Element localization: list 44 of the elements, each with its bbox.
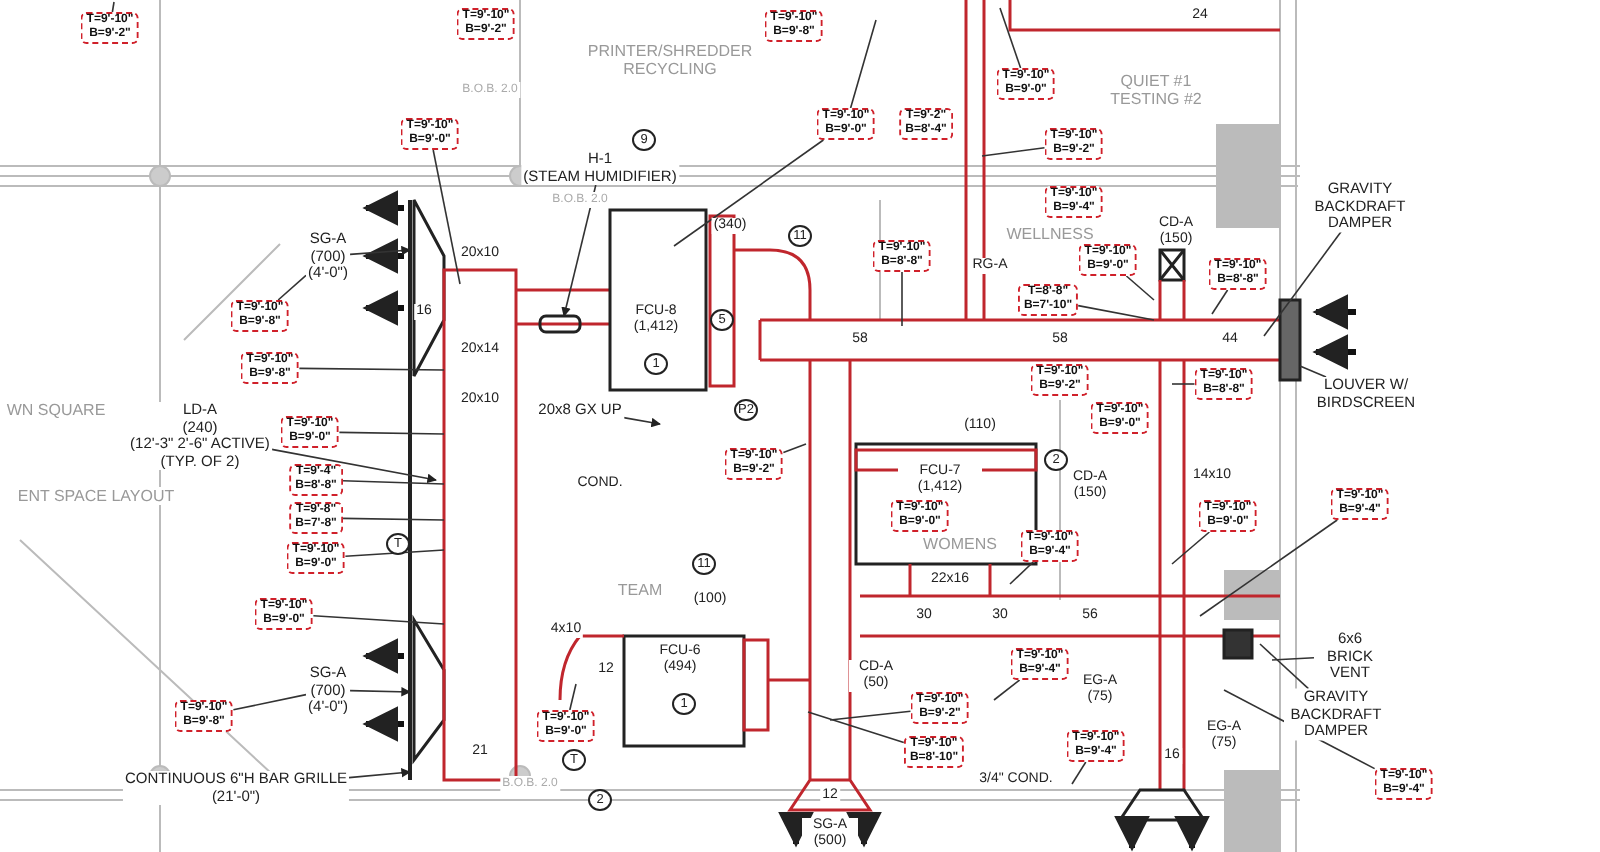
- room-name: PRINTER/SHREDDER RECYCLING: [585, 42, 755, 78]
- leader-line: [673, 139, 825, 247]
- leader-line: [829, 710, 912, 721]
- leader-line: [849, 19, 877, 109]
- leader-line: [342, 517, 445, 521]
- leader-line: [111, 1, 115, 13]
- leader-line: [1299, 365, 1327, 378]
- leader-line: [349, 687, 411, 697]
- room-name: ENT SPACE LAYOUT: [15, 487, 177, 505]
- leader-line: [993, 679, 1021, 701]
- leader-line: [901, 271, 903, 327]
- leader-line: [1071, 761, 1087, 785]
- leader-line: [277, 274, 307, 301]
- leader-line: [561, 184, 597, 317]
- leader-line: [1171, 383, 1196, 385]
- leader-line: [1199, 519, 1338, 617]
- leader-line: [622, 416, 661, 428]
- room-name: WOMENS: [921, 535, 999, 553]
- leader-line: [1125, 275, 1155, 301]
- leader-line: [569, 683, 577, 711]
- leader-line: [1259, 643, 1310, 690]
- leader-line: [348, 768, 411, 779]
- leader-line: [1271, 657, 1315, 661]
- room-name: WN SQUARE: [4, 401, 108, 419]
- room-name: QUIET #1 TESTING #2: [1108, 72, 1204, 108]
- leader-line: [981, 147, 1046, 157]
- leader-line: [1171, 531, 1211, 565]
- leader-line: [298, 367, 445, 371]
- leader-line: [312, 615, 445, 625]
- leader-line: [1009, 561, 1034, 585]
- leader-line: [782, 443, 807, 454]
- leader-line: [338, 431, 445, 435]
- leader-line: [232, 693, 307, 711]
- leader-line: [1263, 230, 1342, 337]
- room-name: WELLNESS: [1004, 225, 1096, 243]
- leader-line: [344, 549, 445, 557]
- room-name: TEAM: [615, 581, 665, 599]
- leader-line: [807, 711, 905, 744]
- leader-line: [432, 149, 461, 285]
- leader-line: [349, 245, 411, 256]
- leader-line: [999, 7, 1022, 69]
- leader-line: [342, 480, 445, 485]
- leader-line: [1211, 289, 1229, 315]
- leader-line: [1077, 304, 1155, 321]
